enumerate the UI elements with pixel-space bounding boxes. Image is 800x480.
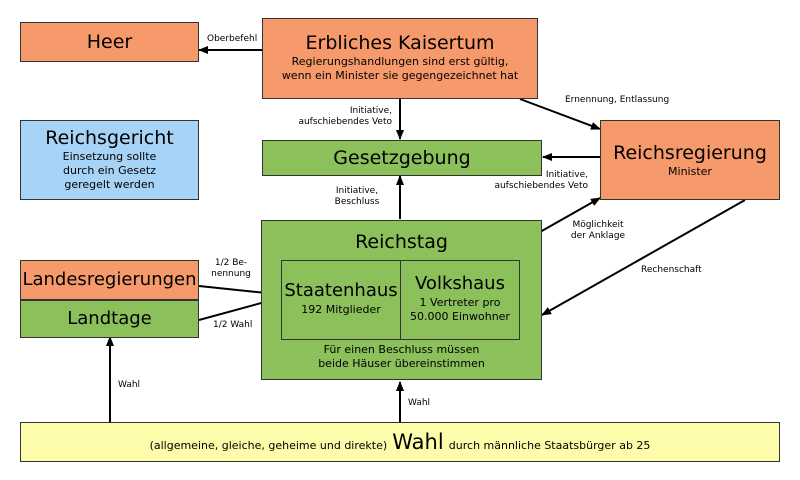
gesetzgebung-title: Gesetzgebung [333,147,471,169]
arrow-regierung-reichstag [541,199,746,316]
label-benennung-1: 1/2 Be- [214,258,248,268]
label-wahl-landtage: Wahl [118,380,141,390]
reichsgericht-line1: Einsetzung sollte [62,150,157,163]
gesetzgebung-box: Gesetzgebung [262,140,542,176]
kaisertum-box: Erbliches Kaisertum Regierungshandlungen… [262,18,538,99]
wahl-big: Wahl [392,430,444,454]
label-initiative-veto-kaiser-1: Initiative, [349,106,392,116]
label-benennung: 1/2 Be- nennung [206,258,256,280]
volkshaus-line1: 1 Vertreter pro [419,296,501,309]
staatenhaus-line1: 192 Mitglieder [301,303,381,316]
reichstag-note1: Für einen Beschluss müssen [323,343,480,356]
label-ernennung: Ernennung, Entlassung [565,95,670,105]
label-anklage-2: der Anklage [570,231,626,241]
label-rechenschaft: Rechenschaft [641,265,702,275]
label-initiative-beschluss-1: Initiative, [335,186,379,196]
staatenhaus-box: Staatenhaus 192 Mitglieder [281,260,401,340]
label-initiative-beschluss: Initiative, Beschluss [322,186,392,208]
heer-title: Heer [86,31,133,53]
staatenhaus-title: Staatenhaus [284,280,398,301]
reichsgericht-box: Reichsgericht Einsetzung sollte durch ei… [20,120,199,200]
volkshaus-line2: 50.000 Einwohner [410,310,510,323]
label-halb-wahl: 1/2 Wahl [213,320,253,330]
label-wahl-reichstag: Wahl [408,398,431,408]
label-initiative-veto-regierung-2: aufschiebendes Veto [494,181,588,191]
label-initiative-veto-kaiser-2: aufschiebendes Veto [298,117,392,127]
label-initiative-veto-regierung: Initiative, aufschiebendes Veto [478,170,588,192]
label-initiative-beschluss-2: Beschluss [334,197,380,207]
reichsregierung-title: Reichsregierung [613,142,767,164]
reichsregierung-box: Reichsregierung Minister [600,120,780,200]
kaisertum-line1: Regierungshandlungen sind erst gültig, [291,55,509,68]
kaisertum-line2: wenn ein Minister sie gegengezeichnet ha… [281,69,519,82]
wahl-suffix: durch männliche Staatsbürger ab 25 [448,439,651,452]
reichstag-title: Reichstag [355,231,448,253]
label-oberbefehl: Oberbefehl [207,34,258,44]
kaisertum-title: Erbliches Kaisertum [305,32,495,54]
volkshaus-title: Volkshaus [415,273,505,294]
label-benennung-2: nennung [211,269,251,279]
reichstag-note2: beide Häuser übereinstimmen [318,357,485,370]
wahl-box: (allgemeine, gleiche, geheime und direkt… [20,422,780,462]
reichsgericht-title: Reichsgericht [45,127,174,149]
landtage-title: Landtage [67,308,152,329]
landesregierungen-box: Landesregierungen [20,260,199,300]
landesregierungen-title: Landesregierungen [22,269,197,290]
reichsregierung-line1: Minister [668,165,712,178]
label-anklage-1: Möglichkeit [572,220,624,230]
label-initiative-veto-regierung-1: Initiative, [545,170,588,180]
reichsgericht-line3: geregelt werden [64,178,155,191]
arrow-kaiser-regierung [519,98,601,130]
label-initiative-veto-kaiser: Initiative, aufschiebendes Veto [280,106,392,128]
landtage-box: Landtage [20,300,199,338]
wahl-prefix: (allgemeine, gleiche, geheime und direkt… [149,439,388,452]
reichsgericht-line2: durch ein Gesetz [63,164,156,177]
arrow-reichstag-regierung [539,197,601,233]
label-anklage: Möglichkeit der Anklage [563,220,633,242]
volkshaus-box: Volkshaus 1 Vertreter pro 50.000 Einwohn… [400,260,520,340]
heer-box: Heer [20,22,199,62]
